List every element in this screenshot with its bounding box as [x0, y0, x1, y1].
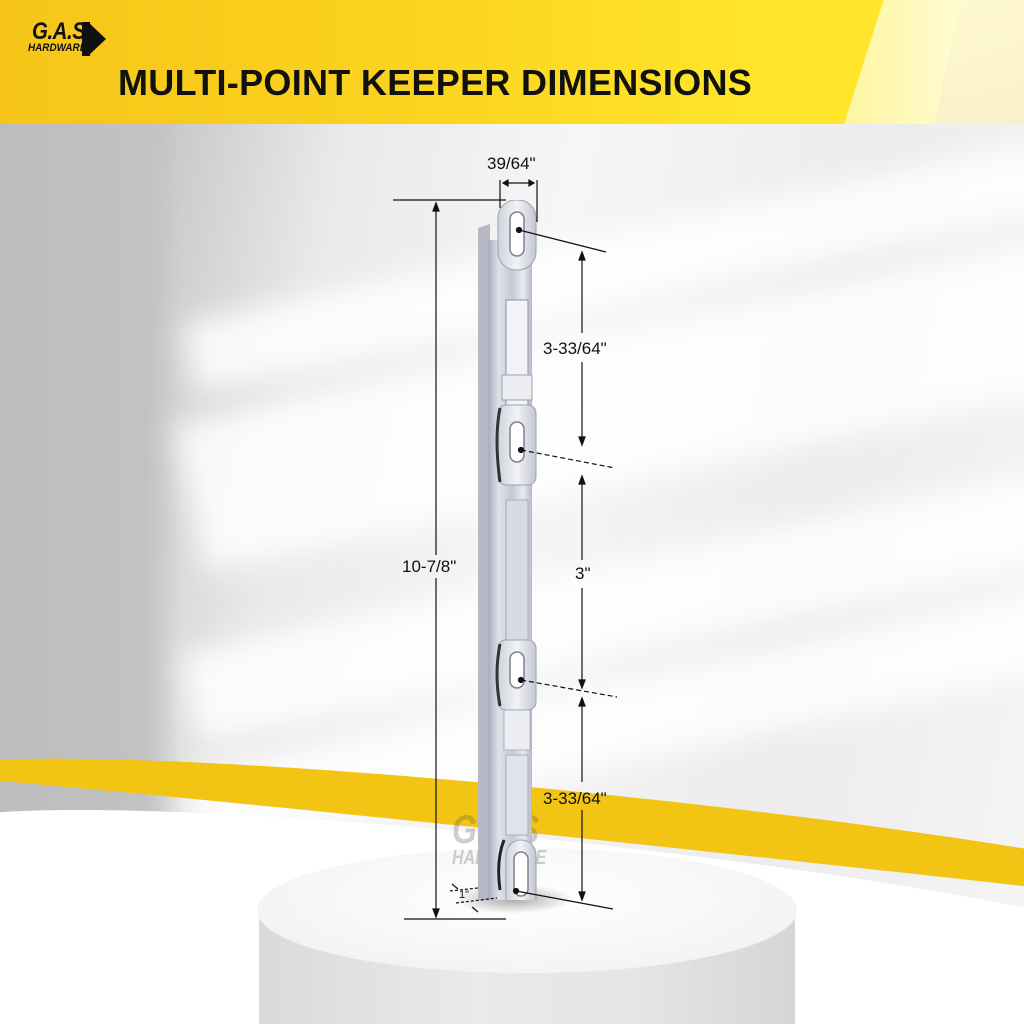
wall-shadow	[0, 120, 180, 840]
logo-brand-text: G.A.S	[32, 18, 86, 45]
bottom-spacing-dimension-label: 3-33/64"	[543, 789, 607, 808]
overall-length-dimension-label: 10-7/8"	[402, 557, 457, 576]
logo-arrow-icon	[88, 22, 106, 56]
logo-sub-text: HARDWARE	[28, 42, 87, 54]
keeper-part-image	[478, 200, 537, 900]
page-title: MULTI-POINT KEEPER DIMENSIONS	[118, 62, 753, 103]
width-dimension-label: 39/64"	[487, 154, 536, 173]
middle-spacing-dimension-label: 3"	[575, 564, 591, 583]
logo-arrow-icon	[82, 22, 90, 56]
bottom-offset-dimension-label: 1"	[459, 889, 470, 901]
brand-logo: G.A.S HARDWARE	[28, 18, 113, 64]
header-banner: G.A.S HARDWARE MULTI-POINT KEEPER DIMENS…	[0, 0, 1024, 124]
top-spacing-dimension-label: 3-33/64"	[543, 339, 607, 358]
